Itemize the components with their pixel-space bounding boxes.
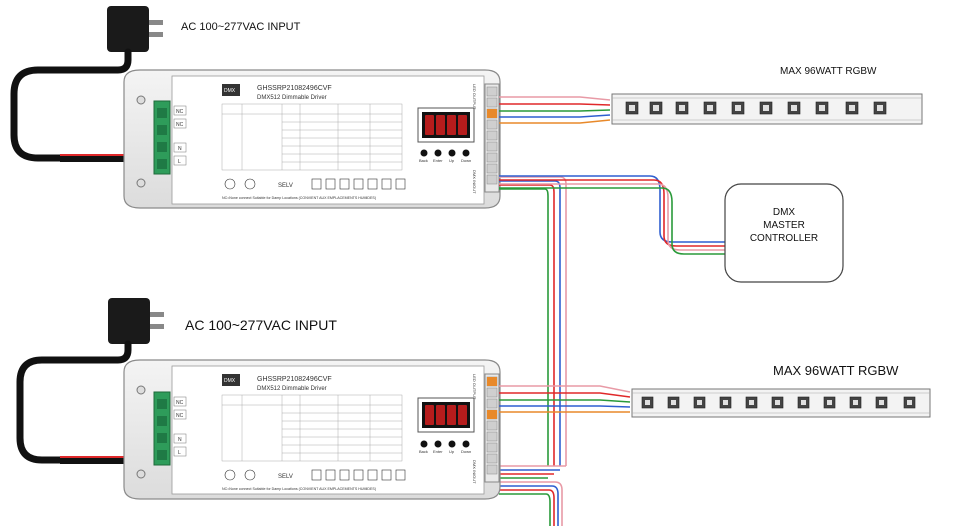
brand-logo-icon [222, 374, 240, 386]
ac-input-label-top: AC 100~277VAC INPUT [181, 21, 301, 33]
back-button[interactable] [420, 149, 428, 157]
led-strip-bottom [631, 388, 931, 418]
down-button[interactable] [462, 149, 470, 157]
driver-footer: NC=None connect Suitable for Damp Locati… [222, 487, 376, 491]
button-label: Up [449, 158, 455, 163]
driver-bottom: NC NC N L DMX GHSSRP21082496CVF DMX512 D… [16, 298, 501, 500]
term-label: NC [176, 122, 184, 128]
button-label: Down [461, 158, 471, 163]
output-label: LED OUTPUT [472, 84, 477, 110]
dmx-master-controller: DMX MASTER CONTROLLER [724, 183, 844, 283]
spec-table [221, 103, 403, 171]
led-strip-top [611, 93, 923, 125]
brand-text: DMX [224, 88, 236, 94]
spec-table [221, 394, 403, 462]
driver-model: GHSSRP21082496CVF [257, 85, 332, 92]
enter-button[interactable] [434, 440, 442, 448]
driver-footer: NC=None connect Suitable for Damp Locati… [222, 196, 376, 200]
brand-logo-icon [222, 84, 240, 96]
dmx-label: DMX IN/OUT [472, 170, 477, 194]
button-label: Enter [433, 158, 443, 163]
dmx-label: DMX IN/OUT [472, 460, 477, 484]
controller-label-line2: MASTER [763, 220, 805, 231]
button-label: Back [419, 158, 428, 163]
controller-label-line3: CONTROLLER [750, 233, 818, 244]
button-label: Back [419, 449, 428, 454]
ac-plug-bottom-icon [108, 298, 164, 344]
strip-label-bottom: MAX 96WATT RGBW [773, 363, 899, 378]
certification-icons [224, 178, 406, 190]
up-button[interactable] [448, 440, 456, 448]
dmx-wires [499, 175, 726, 526]
output-wires-top [499, 96, 611, 124]
term-label: NC [176, 109, 184, 115]
selv-mark: SELV [278, 183, 293, 189]
term-label: L [178, 159, 181, 165]
driver-subtitle: DMX512 Dimmable Driver [257, 95, 327, 101]
up-button[interactable] [448, 149, 456, 157]
term-label: N [178, 146, 182, 152]
term-label: NC [176, 413, 184, 419]
button-label: Down [461, 449, 471, 454]
certification-icons [224, 469, 406, 481]
ac-plug-top-icon [107, 6, 163, 52]
term-label: N [178, 437, 182, 443]
selv-mark: SELV [278, 474, 293, 480]
strip-label-top: MAX 96WATT RGBW [780, 66, 877, 77]
output-label: LED OUTPUT [472, 374, 477, 400]
button-label: Enter [433, 449, 443, 454]
down-button[interactable] [462, 440, 470, 448]
output-wires-bottom [499, 385, 631, 413]
driver-subtitle: DMX512 Dimmable Driver [257, 386, 327, 392]
driver-model: GHSSRP21082496CVF [257, 376, 332, 383]
controller-label-line1: DMX [773, 207, 796, 218]
ac-input-label-bottom: AC 100~277VAC INPUT [185, 317, 337, 333]
term-label: L [178, 450, 181, 456]
back-button[interactable] [420, 440, 428, 448]
brand-text: DMX [224, 378, 236, 384]
button-label: Up [449, 449, 455, 454]
term-label: NC [176, 400, 184, 406]
driver-top: NC NC N L DMX GHSSRP21082496CVF DMX512 D… [10, 6, 501, 209]
enter-button[interactable] [434, 149, 442, 157]
